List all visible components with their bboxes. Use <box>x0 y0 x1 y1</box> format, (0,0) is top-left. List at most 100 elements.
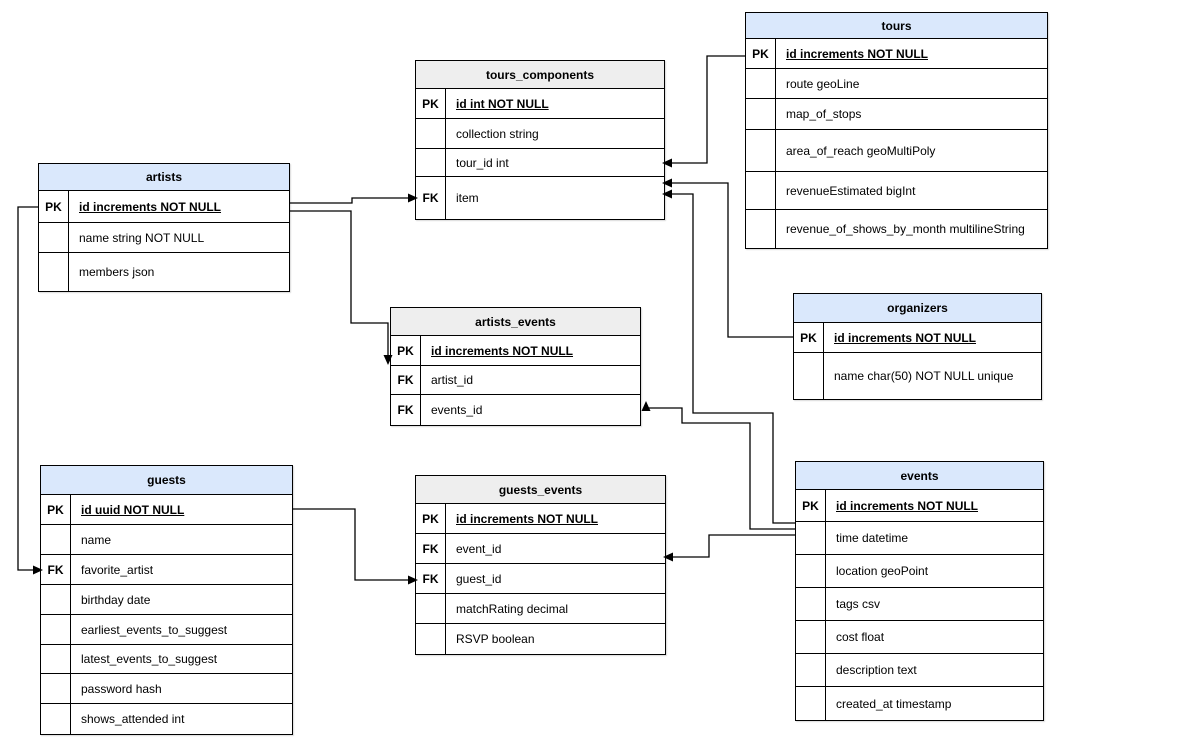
table-row[interactable]: tags csv <box>796 588 1043 621</box>
row-field-cell: matchRating decimal <box>446 594 665 623</box>
connector-guests-to-guests-events[interactable] <box>293 508 418 585</box>
row-field-cell: events_id <box>421 395 640 425</box>
row-field-label: guest_id <box>456 571 502 586</box>
table-row[interactable]: name char(50) NOT NULL unique <box>794 353 1041 399</box>
row-key-cell <box>796 654 826 686</box>
table-title-artists_events[interactable]: artists_events <box>391 308 640 336</box>
table-title-label: events <box>900 468 939 483</box>
table-row[interactable]: location geoPoint <box>796 555 1043 588</box>
row-field-label: cost float <box>836 630 885 644</box>
row-field-label: id increments NOT NULL <box>786 46 929 61</box>
table-title-events[interactable]: events <box>796 462 1043 490</box>
table-row[interactable]: shows_attended int <box>41 704 292 734</box>
table-row[interactable]: matchRating decimal <box>416 594 665 624</box>
row-key-cell <box>41 674 71 703</box>
row-field-cell: id increments NOT NULL <box>826 490 1043 521</box>
row-key-label: PK <box>802 498 819 513</box>
connector-artists-to-artists-events[interactable] <box>290 210 393 365</box>
row-key-cell <box>746 99 776 129</box>
table-row[interactable]: latest_events_to_suggest <box>41 645 292 674</box>
row-key-label: PK <box>422 96 439 111</box>
connector-artists-to-tours-components[interactable] <box>290 193 418 204</box>
table-row[interactable]: revenue_of_shows_by_month multilineStrin… <box>746 210 1047 248</box>
table-title-tours[interactable]: tours <box>746 13 1047 39</box>
row-field-cell: members json <box>69 253 289 291</box>
row-field-cell: revenueEstimated bigInt <box>776 172 1047 209</box>
table-row[interactable]: birthday date <box>41 585 292 615</box>
row-key-label: PK <box>422 511 439 526</box>
connector-tours-to-tours-components[interactable] <box>662 55 745 168</box>
table-row[interactable]: time datetime <box>796 522 1043 555</box>
table-row[interactable]: cost float <box>796 621 1043 654</box>
row-field-cell: revenue_of_shows_by_month multilineStrin… <box>776 210 1047 248</box>
row-field-label: id increments NOT NULL <box>836 498 979 513</box>
row-field-cell: password hash <box>71 674 292 703</box>
row-field-cell: area_of_reach geoMultiPoly <box>776 130 1047 171</box>
table-row[interactable]: area_of_reach geoMultiPoly <box>746 130 1047 172</box>
table-title-tours_components[interactable]: tours_components <box>416 61 664 89</box>
table-row[interactable]: name string NOT NULL <box>39 223 289 253</box>
table-row[interactable]: FK guest_id <box>416 564 665 594</box>
row-key-label: FK <box>47 562 64 577</box>
table-row[interactable]: members json <box>39 253 289 291</box>
table-row[interactable]: RSVP boolean <box>416 624 665 654</box>
row-field-cell: event_id <box>446 534 665 563</box>
row-key-cell: PK <box>416 504 446 533</box>
row-field-cell: time datetime <box>826 522 1043 554</box>
table-row[interactable]: name <box>41 525 292 555</box>
table-title-artists[interactable]: artists <box>39 164 289 191</box>
table-row[interactable]: password hash <box>41 674 292 704</box>
row-key-cell <box>746 210 776 248</box>
table-row[interactable]: earliest_events_to_suggest <box>41 615 292 645</box>
row-field-label: revenue_of_shows_by_month multilineStrin… <box>786 222 1025 236</box>
row-field-label: tour_id int <box>456 155 509 170</box>
table-row[interactable]: PK id increments NOT NULL <box>416 504 665 534</box>
table-title-label: artists <box>145 170 183 184</box>
row-key-cell: FK <box>391 395 421 425</box>
row-key-cell: PK <box>796 490 826 521</box>
table-row[interactable]: PK id increments NOT NULL <box>796 490 1043 522</box>
row-key-label: PK <box>800 330 817 345</box>
row-field-cell: id increments NOT NULL <box>446 504 665 533</box>
table-title-guests_events[interactable]: guests_events <box>416 476 665 504</box>
connector-events-to-guests-events[interactable] <box>663 534 795 562</box>
row-field-cell: artist_id <box>421 366 640 394</box>
row-field-label: earliest_events_to_suggest <box>81 622 228 637</box>
table-row[interactable]: created_at timestamp <box>796 687 1043 720</box>
table-row[interactable]: description text <box>796 654 1043 687</box>
row-key-cell: PK <box>746 39 776 68</box>
table-row[interactable]: map_of_stops <box>746 99 1047 130</box>
table-row[interactable]: revenueEstimated bigInt <box>746 172 1047 210</box>
table-title-guests[interactable]: guests <box>41 466 292 495</box>
row-field-label: item <box>456 191 479 205</box>
row-field-label: time datetime <box>836 531 909 545</box>
row-key-cell: PK <box>39 191 69 222</box>
row-key-label: FK <box>422 571 439 586</box>
table-row[interactable]: route geoLine <box>746 69 1047 99</box>
table-row[interactable]: collection string <box>416 119 664 149</box>
table-row[interactable]: tour_id int <box>416 149 664 177</box>
table-title-label: tours <box>881 18 912 33</box>
row-field-label: description text <box>836 663 917 677</box>
table-title-organizers[interactable]: organizers <box>794 294 1041 323</box>
table-row[interactable]: PK id increments NOT NULL <box>746 39 1047 69</box>
row-field-cell: shows_attended int <box>71 704 292 734</box>
